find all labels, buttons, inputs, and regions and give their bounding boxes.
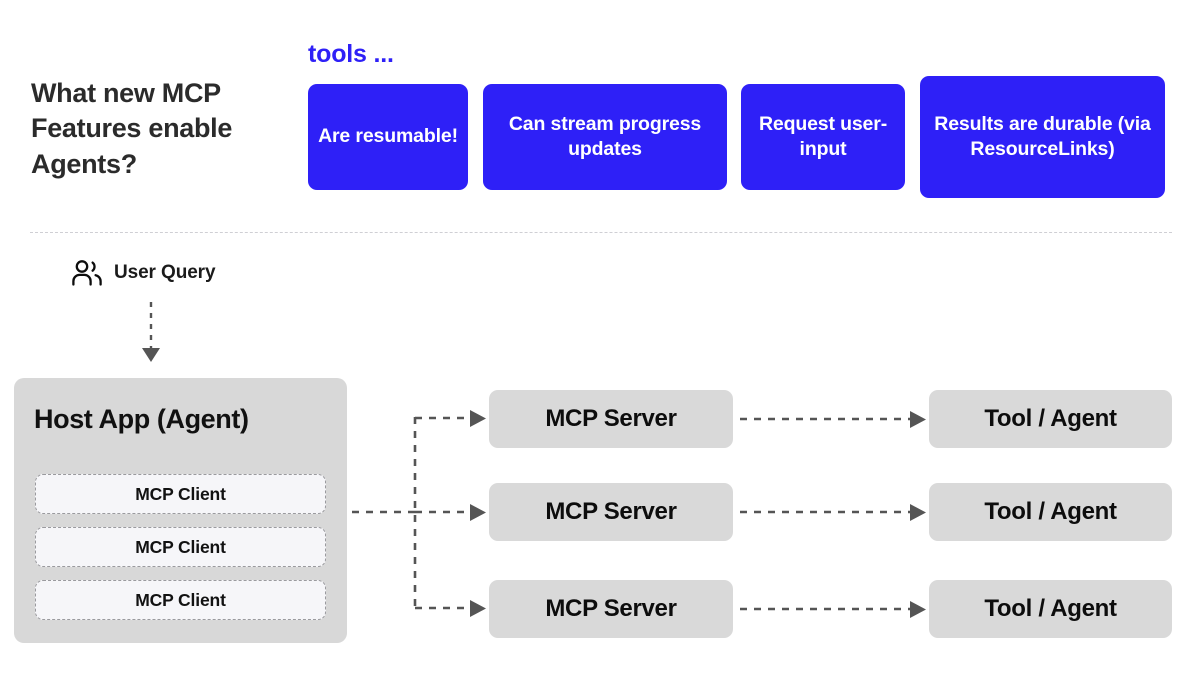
mcp-server-box: MCP Server — [489, 390, 733, 448]
tools-section-label: tools ... — [308, 40, 394, 68]
page-title: What new MCP Features enable Agents? — [31, 78, 233, 179]
users-icon — [70, 258, 104, 288]
tool-agent-box: Tool / Agent — [929, 390, 1172, 448]
host-app-panel: Host App (Agent) MCP Client MCP Client M… — [14, 378, 347, 643]
mcp-client-box: MCP Client — [35, 527, 326, 567]
tool-agent-box: Tool / Agent — [929, 580, 1172, 638]
section-divider — [30, 232, 1172, 233]
mcp-client-box: MCP Client — [35, 580, 326, 620]
mcp-client-box: MCP Client — [35, 474, 326, 514]
feature-card-progress-updates: Can stream progress updates — [483, 84, 727, 190]
feature-card-durable-results: Results are durable (via ResourceLinks) — [920, 76, 1165, 198]
user-query-label: User Query — [114, 262, 216, 283]
host-app-title: Host App (Agent) — [34, 404, 249, 434]
feature-card-resumable: Are resumable! — [308, 84, 468, 190]
feature-card-user-input: Request user-input — [741, 84, 905, 190]
mcp-server-box: MCP Server — [489, 483, 733, 541]
mcp-server-box: MCP Server — [489, 580, 733, 638]
user-query-group: User Query — [70, 258, 216, 288]
dashed-down-arrow-icon — [131, 300, 171, 370]
tool-agent-box: Tool / Agent — [929, 483, 1172, 541]
